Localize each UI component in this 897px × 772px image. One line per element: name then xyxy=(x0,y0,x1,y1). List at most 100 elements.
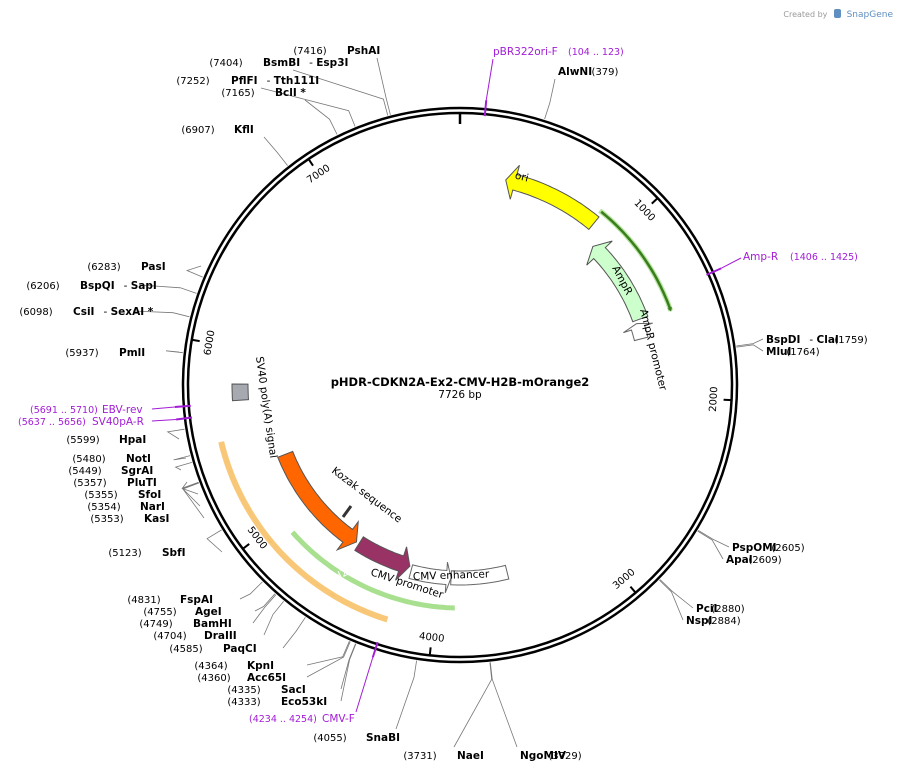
enzyme-label-pasi: PasI xyxy=(141,261,166,273)
enzyme-pos-eco53ki: (4333) xyxy=(227,697,260,708)
tick-label: 3000 xyxy=(611,567,638,592)
enzyme-pos-bspqi: (6206) xyxy=(26,281,59,292)
enzyme-pos-bamhi: (4749) xyxy=(139,619,172,630)
leader-line xyxy=(282,617,306,649)
enzyme-pos-bcli: (7165) xyxy=(221,88,254,99)
enzyme-label-ngomiv: NgoMIV xyxy=(520,750,567,762)
primer-label-sv40pa-r: SV40pA-R xyxy=(92,416,144,428)
enzyme-pos-agei: (4755) xyxy=(143,607,176,618)
enzyme-label-paqci: PaqCI xyxy=(223,643,257,655)
leader-line xyxy=(173,455,191,461)
enzyme-pos-nari: (5354) xyxy=(87,502,120,513)
enzyme-name: BspDI xyxy=(766,334,800,346)
leader-line xyxy=(697,529,730,548)
enzyme-label-agei: AgeI xyxy=(195,606,222,618)
enzyme-name: PspOMI xyxy=(732,542,777,554)
enzyme-name: MluI xyxy=(766,346,791,358)
tick-mark xyxy=(307,158,314,167)
tick-mark xyxy=(651,197,659,205)
enzyme-pos-csii: (6098) xyxy=(19,307,52,318)
enzyme-name: DraIII xyxy=(204,630,237,642)
enzyme-label-nspi: NspI xyxy=(686,615,712,627)
enzyme-pos-bspdi: (1759) xyxy=(834,335,867,346)
primer-mark xyxy=(371,641,379,658)
leader-line xyxy=(697,530,724,560)
enzyme-label-sbfi: SbfI xyxy=(162,547,186,559)
enzyme-pos-pluti: (5357) xyxy=(73,478,106,489)
enzyme-name: CsiI xyxy=(73,306,94,318)
leader-line xyxy=(181,482,199,495)
enzyme-name: PciI xyxy=(696,603,717,615)
leader-line xyxy=(182,482,201,507)
enzyme-label-kasi: KasI xyxy=(144,513,169,525)
enzyme-pos-naei: (3731) xyxy=(403,751,436,762)
enzyme-pos-pspomi: (2605) xyxy=(771,543,804,554)
enzyme-label-pspomi: PspOMI xyxy=(732,542,777,554)
enzyme-name: SnaBI xyxy=(366,732,400,744)
primer-mark xyxy=(174,404,191,408)
primer-label-ebv-rev: EBV-rev xyxy=(102,404,143,416)
enzyme-pos-paqci: (4585) xyxy=(169,644,202,655)
leader-line xyxy=(376,57,391,115)
leader-line xyxy=(306,641,351,678)
leader-line xyxy=(659,579,694,609)
credit-brand: SnapGene xyxy=(846,10,893,20)
enzyme-name: BamHI xyxy=(193,618,232,630)
primer-mark xyxy=(706,267,722,276)
enzyme-name: PshAI xyxy=(347,45,380,57)
enzyme-name: SfoI xyxy=(138,489,161,501)
credit: Created by SnapGene xyxy=(783,2,893,21)
enzyme-label-bamhi: BamHI xyxy=(193,618,232,630)
enzyme-name: NgoMIV xyxy=(520,750,567,762)
enzyme-pos-pflfi: (7252) xyxy=(176,76,209,87)
enzyme-pos-alwni: (379) xyxy=(592,67,619,78)
enzyme-pos-draiii: (4704) xyxy=(153,631,186,642)
enzyme-sep: - xyxy=(103,306,110,318)
enzyme-label-sfoi: SfoI xyxy=(138,489,161,501)
enzyme-name: AgeI xyxy=(195,606,222,618)
ori-arrow xyxy=(505,164,600,231)
enzyme-pos-kpni: (4364) xyxy=(194,661,227,672)
tick-mark xyxy=(428,647,432,656)
enzyme-pos-bsmbi: (7404) xyxy=(209,58,242,69)
primer-range-sv40pa-r: (5637 .. 5656) xyxy=(18,417,86,428)
enzyme-name: BclI * xyxy=(275,87,306,99)
primer-leader xyxy=(151,418,177,422)
enzyme-label-fspai: FspAI xyxy=(180,594,213,606)
leader-line xyxy=(239,581,263,600)
enzyme-label-kpni: KpnI xyxy=(247,660,274,672)
enzyme-name: PflFI xyxy=(231,75,258,87)
enzyme-name: NaeI xyxy=(457,750,484,762)
leader-line xyxy=(165,350,183,354)
enzyme-name: BspQI xyxy=(80,280,115,292)
primer-leader xyxy=(355,657,374,713)
tick-label: 6000 xyxy=(202,329,217,356)
enzyme-pos-acc65i: (4360) xyxy=(197,673,230,684)
morange2-arrow xyxy=(277,450,359,552)
primer-leader xyxy=(485,58,494,101)
enzyme-label-naei: NaeI xyxy=(457,750,484,762)
leader-line xyxy=(206,529,223,553)
ampr-promoter-label: AmpR promoter xyxy=(637,308,669,393)
enzyme-name: FspAI xyxy=(180,594,213,606)
primer-leader xyxy=(151,406,175,410)
enzyme-name2: Tth111I xyxy=(274,75,319,87)
snapgene-logo-icon xyxy=(833,9,841,18)
primer-labels: pBR322ori-F(104 .. 123)Amp-R(1406 .. 142… xyxy=(18,46,858,725)
enzyme-label-alwni: AlwNI xyxy=(558,66,592,78)
enzyme-labels: AlwNI(379)BspDI- ClaI(1759)MluI(1764)Psp… xyxy=(19,45,867,762)
enzyme-name: PasI xyxy=(141,261,166,273)
enzyme-name: PluTI xyxy=(127,477,157,489)
enzyme-name2: SapI xyxy=(131,280,157,292)
leader-line xyxy=(182,482,205,519)
cmv-enhancer-label: CMV enhancer xyxy=(413,568,490,583)
primer-range-cmv-f: (4234 .. 4254) xyxy=(249,714,317,725)
leader-line xyxy=(181,481,199,489)
h2b-orf-line xyxy=(290,530,455,611)
enzyme-sep: - xyxy=(309,57,316,69)
enzyme-label-pluti: PluTI xyxy=(127,477,157,489)
leader-line xyxy=(659,579,684,621)
leader-line xyxy=(260,87,356,127)
enzyme-name: HpaI xyxy=(119,434,146,446)
